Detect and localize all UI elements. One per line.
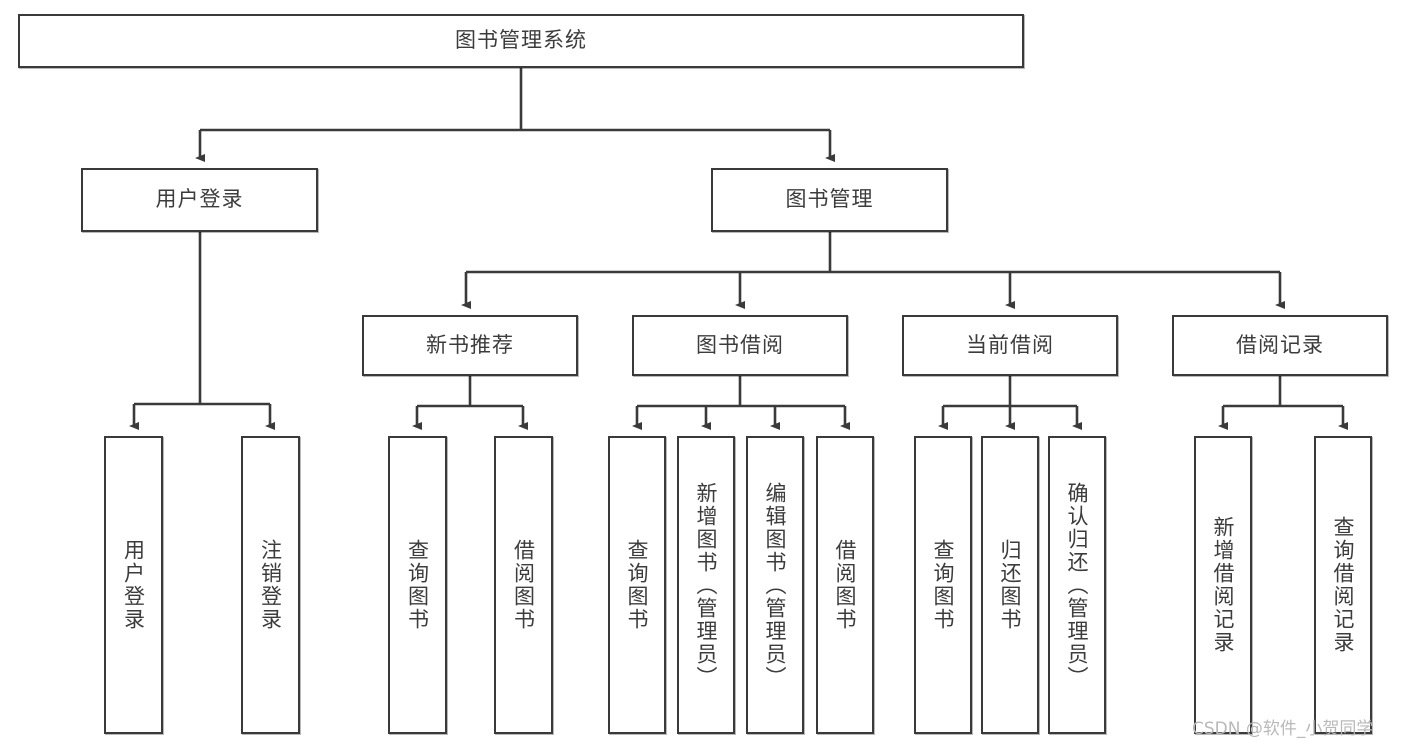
csdn-watermark: CSDN @软件_小贺同学 — [1192, 719, 1374, 739]
node-current-borrow[interactable]: 当前借阅 — [902, 315, 1118, 376]
node-user-login[interactable]: 用户登录 — [81, 168, 318, 232]
node-borrow-record[interactable]: 借阅记录 — [1172, 315, 1388, 376]
leaf-query-book-current[interactable]: 查询图书 — [914, 436, 972, 734]
leaf-edit-book-admin[interactable]: 编辑图书（管理员） — [746, 436, 804, 734]
leaf-logout-login[interactable]: 注销登录 — [241, 436, 300, 734]
node-new-book-recommend[interactable]: 新书推荐 — [362, 315, 578, 376]
leaf-confirm-return-admin[interactable]: 确认归还（管理员） — [1048, 436, 1106, 734]
node-book-borrow[interactable]: 图书借阅 — [632, 315, 848, 376]
leaf-query-book-borrow[interactable]: 查询图书 — [608, 436, 666, 734]
leaf-borrow-book-borrow[interactable]: 借阅图书 — [816, 436, 874, 734]
node-root-system[interactable]: 图书管理系统 — [18, 14, 1024, 68]
node-book-management[interactable]: 图书管理 — [711, 168, 948, 232]
leaf-query-borrow-record[interactable]: 查询借阅记录 — [1314, 436, 1372, 734]
leaf-query-book-recommend[interactable]: 查询图书 — [388, 436, 447, 734]
leaf-add-borrow-record[interactable]: 新增借阅记录 — [1194, 436, 1252, 734]
leaf-user-login[interactable]: 用户登录 — [104, 436, 163, 734]
leaf-return-book[interactable]: 归还图书 — [981, 436, 1039, 734]
leaf-add-book-admin[interactable]: 新增图书（管理员） — [677, 436, 735, 734]
leaf-borrow-book-recommend[interactable]: 借阅图书 — [494, 436, 553, 734]
